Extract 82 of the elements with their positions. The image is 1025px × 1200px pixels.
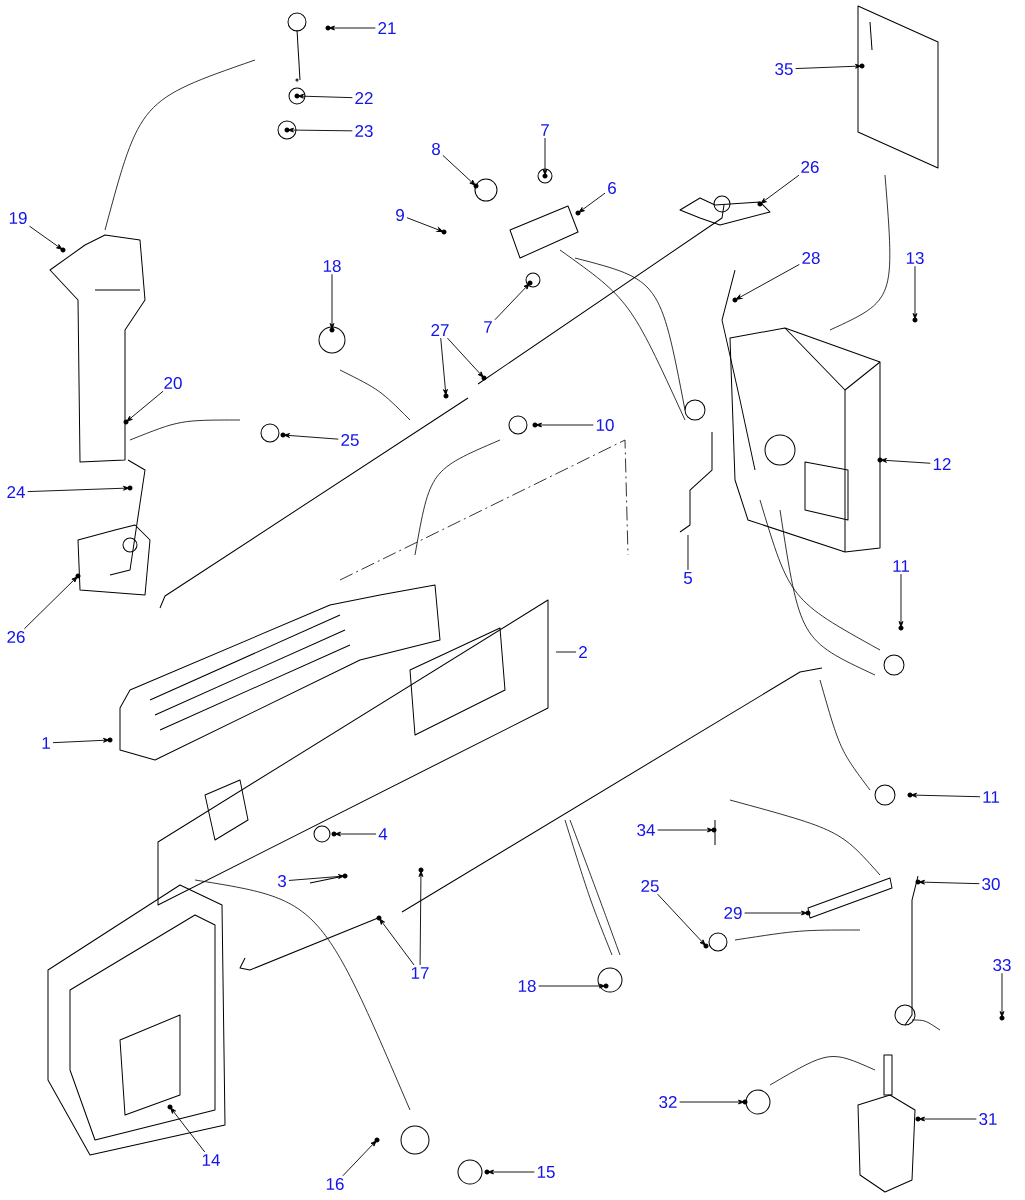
leader-line bbox=[329, 273, 335, 333]
leader-line bbox=[376, 915, 415, 966]
leader-line bbox=[657, 827, 717, 833]
callout-number: 4 bbox=[378, 828, 388, 840]
callout-number: 14 bbox=[202, 1154, 220, 1166]
leader-line bbox=[447, 337, 487, 381]
callout-number: 8 bbox=[432, 143, 440, 156]
leader-line bbox=[27, 485, 133, 493]
leader-line bbox=[532, 422, 594, 428]
leader-line bbox=[744, 910, 811, 916]
leader-line bbox=[657, 893, 709, 949]
leader-line bbox=[912, 265, 918, 323]
leader-line bbox=[575, 192, 606, 216]
leader-line bbox=[342, 1137, 380, 1177]
leader-line bbox=[52, 737, 113, 744]
leader-line bbox=[915, 879, 980, 885]
callout-number: 18 bbox=[518, 980, 536, 993]
callout-number: 15 bbox=[537, 1166, 555, 1178]
callout-number: 18 bbox=[323, 260, 341, 273]
leader-line bbox=[29, 225, 66, 253]
callout-number: 7 bbox=[484, 321, 492, 333]
callout-number: 28 bbox=[802, 252, 820, 265]
callout-number: 26 bbox=[7, 631, 25, 644]
leader-line bbox=[484, 1169, 535, 1175]
leader-line bbox=[877, 457, 931, 464]
leader-line bbox=[687, 534, 689, 571]
callout-number: 5 bbox=[683, 572, 692, 584]
callout-number: 16 bbox=[326, 1178, 344, 1191]
leader-line bbox=[23, 573, 81, 630]
callout-number: 19 bbox=[9, 212, 27, 225]
leader-line bbox=[555, 651, 577, 653]
leader-line bbox=[294, 93, 353, 99]
callout-number: 21 bbox=[378, 22, 396, 34]
leader-line bbox=[757, 174, 800, 207]
callout-number: 17 bbox=[411, 967, 429, 979]
callout-number: 34 bbox=[637, 824, 655, 837]
leader-line bbox=[494, 280, 533, 321]
callout-number: 30 bbox=[982, 878, 1000, 891]
leader-line bbox=[915, 1116, 977, 1122]
leader-line bbox=[418, 867, 424, 966]
callout-number: 20 bbox=[164, 377, 182, 390]
callout-number: 32 bbox=[659, 1096, 677, 1109]
callout-number: 29 bbox=[724, 907, 742, 920]
leader-line bbox=[288, 873, 348, 881]
callout-number: 7 bbox=[541, 124, 549, 136]
callout-number: 25 bbox=[341, 434, 359, 447]
leader-line bbox=[442, 154, 479, 189]
callout-number: 27 bbox=[431, 324, 449, 336]
callout-number: 6 bbox=[608, 182, 616, 195]
callout-number: 13 bbox=[906, 252, 924, 265]
leader-line bbox=[679, 1099, 748, 1105]
leader-line bbox=[907, 792, 981, 798]
callout-number: 2 bbox=[579, 646, 587, 658]
callout-number: 33 bbox=[993, 959, 1011, 972]
callout-number: 10 bbox=[596, 419, 614, 432]
callout-number: 23 bbox=[355, 125, 373, 138]
leader-line bbox=[999, 972, 1005, 1021]
leader-line bbox=[732, 264, 800, 303]
leader-line bbox=[898, 573, 904, 631]
leader-line bbox=[123, 390, 164, 425]
callout-number: 11 bbox=[893, 560, 909, 572]
leader-line bbox=[538, 983, 609, 989]
leader-line bbox=[280, 432, 339, 440]
callout-number: 9 bbox=[396, 209, 404, 222]
leader-line bbox=[795, 63, 865, 69]
leader-line bbox=[331, 831, 377, 837]
callout-number: 24 bbox=[7, 486, 25, 498]
callout-number: 35 bbox=[775, 63, 793, 76]
callout-number: 26 bbox=[801, 161, 819, 174]
leader-line bbox=[284, 127, 353, 133]
callout-number: 25 bbox=[641, 880, 659, 893]
leader-line bbox=[325, 25, 376, 31]
callout-number: 3 bbox=[277, 875, 286, 888]
callout-number: 11 bbox=[983, 791, 999, 803]
callout-number: 1 bbox=[42, 737, 50, 749]
leader-line bbox=[440, 337, 449, 399]
callout-number: 12 bbox=[933, 458, 951, 470]
leader-line bbox=[167, 1104, 206, 1153]
callout-number: 31 bbox=[979, 1113, 997, 1126]
callout-number: 22 bbox=[355, 92, 373, 104]
leader-line bbox=[542, 137, 548, 179]
leader-line bbox=[406, 217, 447, 235]
